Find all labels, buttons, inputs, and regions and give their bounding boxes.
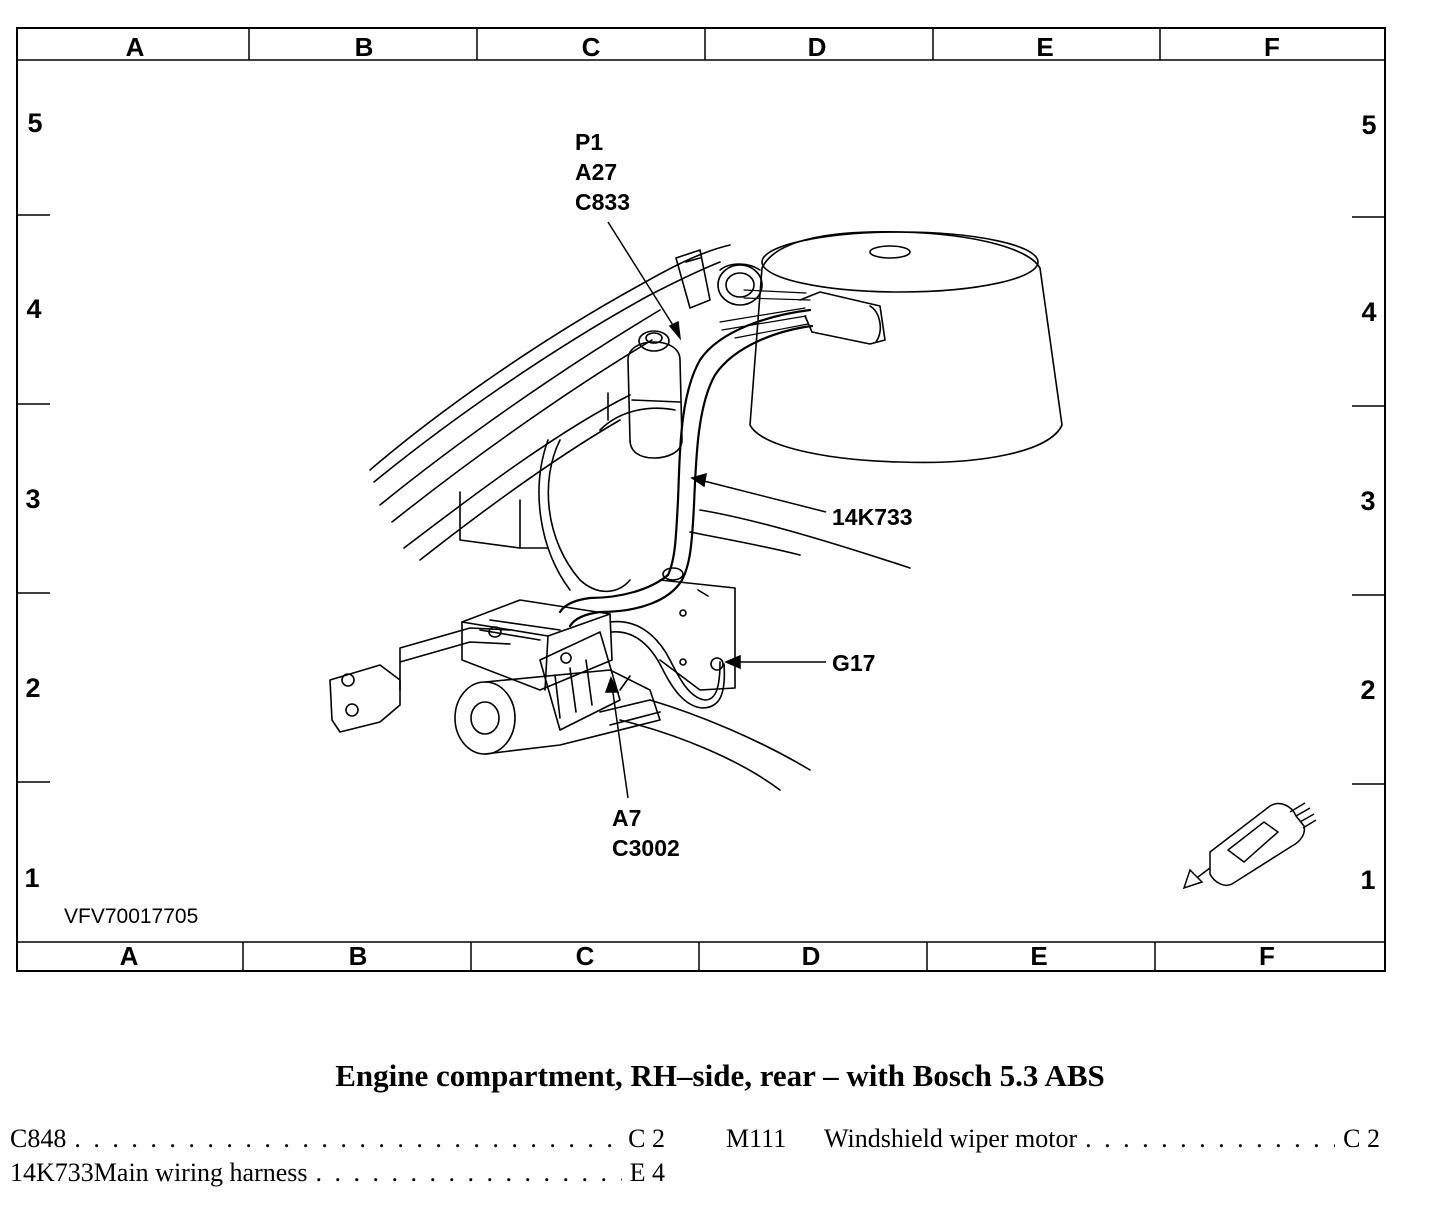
col-label-top-d: D xyxy=(808,32,827,62)
abs-bracket-arm xyxy=(329,664,401,733)
legend-description: Windshield wiper motor xyxy=(824,1124,1078,1153)
wiper-motor xyxy=(454,681,516,755)
row-label-right-5: 5 xyxy=(1361,110,1376,140)
callout-p1: P1 xyxy=(575,129,603,155)
legend-location: C 2 xyxy=(1343,1124,1380,1153)
diagram-caption: Engine compartment, RH–side, rear – with… xyxy=(335,1058,1105,1093)
leader-dots: . . . . . . . . . . . . . . . . . . . . … xyxy=(1085,1124,1335,1153)
callout-g17: G17 xyxy=(832,650,875,676)
legend-item-m111: M111 Windshield wiper motor . . . . . . … xyxy=(726,1124,1380,1154)
col-label-bottom-c: C xyxy=(576,941,595,971)
ground-lead xyxy=(609,620,721,701)
legend-item-c848: C848 . . . . . . . . . . . . . . . . . .… xyxy=(10,1124,665,1154)
leader-dots: . . . . . . . . . . . . . . . . . . . . … xyxy=(315,1158,622,1187)
leader-p1 xyxy=(607,221,677,331)
main-wiring-harness xyxy=(666,308,812,577)
row-label-left-1: 1 xyxy=(24,863,39,893)
row-label-right-3: 3 xyxy=(1360,486,1375,516)
abs-hydraulic-unit xyxy=(461,599,613,691)
legend-location: E 4 xyxy=(629,1158,665,1187)
row-label-left-3: 3 xyxy=(25,484,40,514)
row-ticks xyxy=(17,214,1385,785)
legend-item-14k733: 14K733 Main wiring harness . . . . . . .… xyxy=(10,1158,665,1188)
callout-leaders xyxy=(604,221,827,799)
callout-a7: A7 xyxy=(612,805,641,831)
mounting-bracket xyxy=(659,579,736,691)
callout-14k733: 14K733 xyxy=(832,504,913,530)
top-column-ticks xyxy=(248,28,1161,60)
col-label-bottom-b: B xyxy=(349,941,368,971)
col-label-top-e: E xyxy=(1036,32,1053,62)
row-label-right-1: 1 xyxy=(1360,865,1375,895)
brake-booster xyxy=(547,439,631,593)
vehicle-orientation-icon xyxy=(1182,802,1317,890)
callout-c3002: C3002 xyxy=(612,835,680,861)
col-label-bottom-d: D xyxy=(802,941,821,971)
callout-c833: C833 xyxy=(575,189,630,215)
row-label-left-2: 2 xyxy=(25,673,40,703)
row-label-right-2: 2 xyxy=(1360,675,1375,705)
grommet xyxy=(717,264,763,306)
legend-code: 14K733 xyxy=(10,1158,94,1187)
diagram-frame xyxy=(16,27,1386,972)
bottom-column-ticks xyxy=(242,942,1156,971)
col-label-top-b: B xyxy=(355,32,374,62)
legend-code: C848 xyxy=(10,1124,67,1153)
col-label-top-f: F xyxy=(1264,32,1280,62)
row-label-left-4: 4 xyxy=(26,294,41,324)
air-filter-housing xyxy=(749,230,1063,464)
harness-boot xyxy=(799,291,886,345)
col-label-bottom-a: A xyxy=(120,941,139,971)
callout-a27: A27 xyxy=(575,159,617,185)
leader-14k733 xyxy=(699,479,827,513)
legend-location: C 2 xyxy=(628,1124,665,1153)
figure-id: VFV70017705 xyxy=(64,905,198,928)
fluid-reservoir xyxy=(627,341,683,459)
legend-code: M111 xyxy=(726,1124,787,1153)
wiring-location-diagram: A B C D E F A B C D E F 5 4 3 2 1 5 4 3 … xyxy=(16,27,1386,972)
col-label-top-c: C xyxy=(582,32,601,62)
col-label-bottom-f: F xyxy=(1259,941,1275,971)
row-label-right-4: 4 xyxy=(1361,297,1376,327)
col-label-top-a: A xyxy=(126,32,145,62)
row-label-left-5: 5 xyxy=(27,108,42,138)
fender-edge-lines xyxy=(369,244,731,471)
legend-description: Main wiring harness xyxy=(93,1158,308,1187)
p1-connector xyxy=(675,249,711,309)
leader-dots: . . . . . . . . . . . . . . . . . . . . … xyxy=(74,1124,620,1153)
col-label-bottom-e: E xyxy=(1030,941,1047,971)
engine-compartment-illustration xyxy=(329,230,1063,791)
leader-a7 xyxy=(611,685,629,799)
